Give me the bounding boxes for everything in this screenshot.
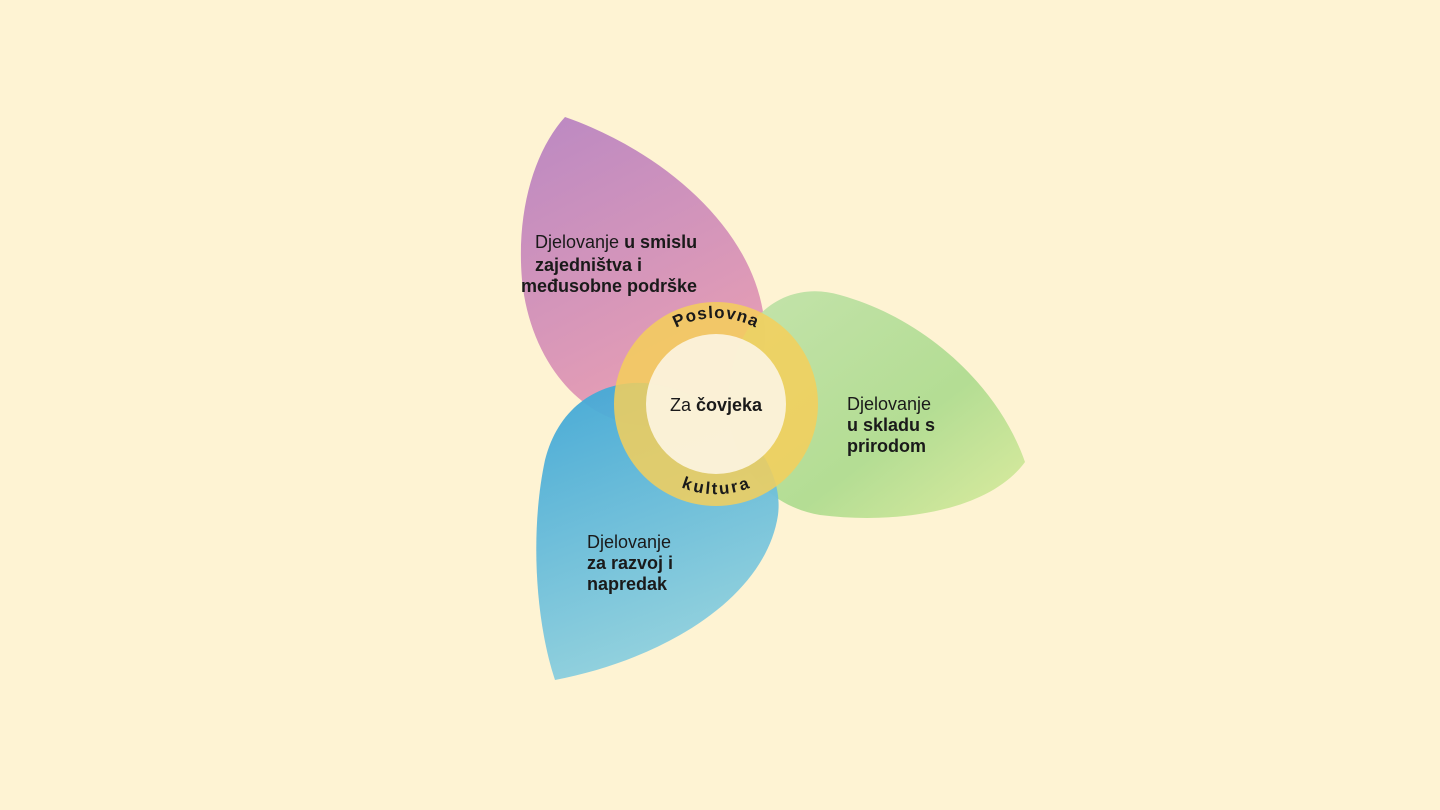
svg-text:zajedništva i: zajedništva i	[535, 255, 642, 275]
svg-text:napredak: napredak	[587, 574, 668, 594]
svg-text:međusobne podrške: međusobne podrške	[521, 276, 697, 296]
center-label: Za čovjeka	[670, 395, 763, 415]
petal-community-text: Djelovanje u smislu zajedništva i međuso…	[521, 232, 697, 296]
center-circle	[646, 334, 786, 474]
svg-text:u skladu s: u skladu s	[847, 415, 935, 435]
svg-text:Djelovanje u smislu: Djelovanje u smislu	[535, 232, 697, 252]
svg-text:prirodom: prirodom	[847, 436, 926, 456]
svg-text:Djelovanje: Djelovanje	[587, 532, 671, 552]
petal-nature-text: Djelovanje u skladu s prirodom	[847, 394, 935, 456]
svg-text:za razvoj i: za razvoj i	[587, 553, 673, 573]
petal-nature	[728, 291, 1025, 518]
petal-development-text: Djelovanje za razvoj i napredak	[587, 532, 673, 594]
svg-text:Djelovanje: Djelovanje	[847, 394, 931, 414]
